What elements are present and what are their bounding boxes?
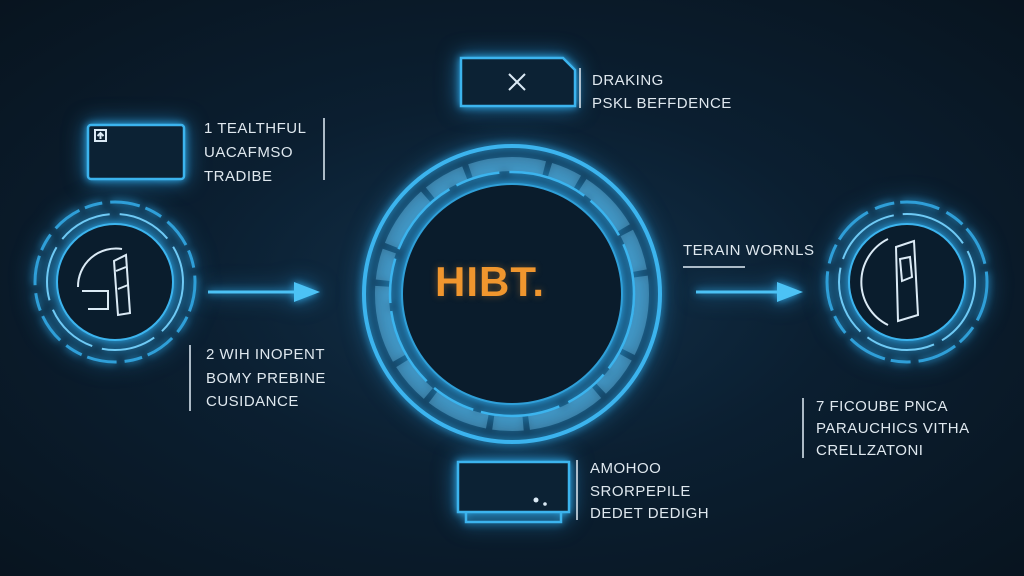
top-node-line-1: DRAKING: [592, 72, 664, 89]
monitor-icon: [860, 238, 920, 326]
center-title: HIBT.: [435, 258, 545, 305]
top-node-line-2: PSKL BEFFDENCE: [592, 95, 732, 112]
bottom-node-line-1: AMOHOO: [590, 460, 662, 477]
right-flow-arrow: [696, 282, 803, 302]
right-node-line-2: PARAUCHICS VITHA: [816, 420, 970, 437]
center-hub-ring: [362, 144, 662, 444]
top-node-divider: [579, 68, 581, 108]
bottom-node-divider: [576, 460, 578, 520]
right-node-label-underline: [683, 266, 745, 268]
left-top-node-line-1: 1 TEALTHFUL: [204, 120, 307, 137]
left-top-node-line-3: TRADIBE: [204, 168, 273, 185]
bottom-node-line-2: SRORPEPILE: [590, 483, 691, 500]
right-node-line-3: CRELLZATONI: [816, 442, 924, 459]
left-node-line-3: CUSIDANCE: [206, 393, 299, 410]
right-node-divider: [802, 398, 804, 458]
left-top-node-card: [86, 123, 186, 181]
right-node-line-1: 7 FICOUBE PNCA: [816, 398, 949, 415]
bottom-node-line-3: DEDET DEDIGH: [590, 505, 710, 522]
x-shape-icon: [508, 73, 526, 91]
left-node-line-2: BOMY PREBINE: [206, 370, 326, 387]
shield-icon: [76, 247, 132, 317]
top-node-card: [459, 56, 577, 108]
left-flow-arrow: [208, 282, 320, 302]
bottom-node-card: [456, 460, 571, 524]
arrow-up-icon: [94, 129, 107, 142]
left-node-line-1: 2 WIH INOPENT: [206, 346, 326, 363]
screen-icon: [533, 497, 547, 506]
left-node-ring: [33, 200, 197, 364]
left-top-node-line-2: UACAFMSO: [204, 144, 294, 161]
right-node-label: TERAIN WORNLS: [683, 242, 815, 259]
right-node-ring: [825, 200, 989, 364]
left-top-node-divider: [323, 118, 325, 180]
left-node-divider: [189, 345, 191, 411]
